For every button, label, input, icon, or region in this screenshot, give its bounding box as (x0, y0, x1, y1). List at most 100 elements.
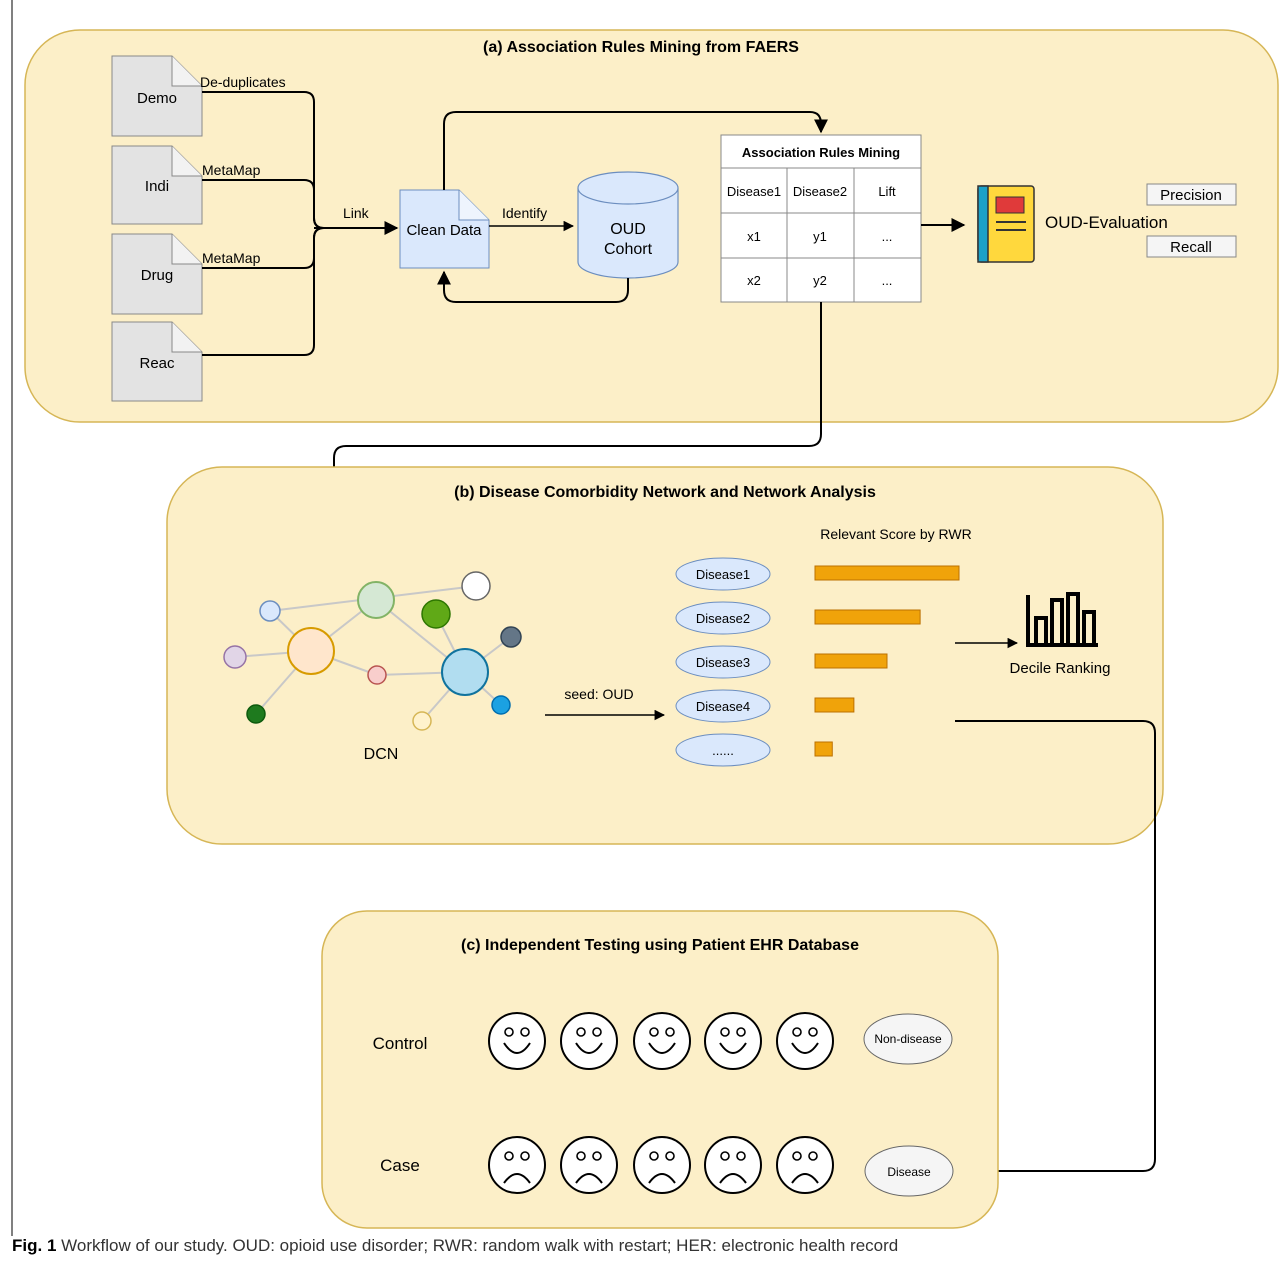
panel-a-title: (a) Association Rules Mining from FAERS (483, 39, 799, 56)
sad-face-icon (633, 1136, 691, 1194)
label-metamap-1: MetaMap (202, 162, 261, 178)
node (500, 626, 522, 648)
table-cell: x2 (747, 273, 761, 288)
table-cell: ... (882, 273, 893, 288)
decile-label: Decile Ranking (1010, 660, 1111, 677)
non-disease-ellipse (863, 1013, 953, 1065)
table-header-1: Disease1 (727, 184, 781, 199)
score-bar (814, 741, 833, 757)
oud-cohort-cylinder: OUD Cohort (577, 171, 679, 279)
node (357, 581, 395, 619)
node (461, 571, 491, 601)
label-metamap-2: MetaMap (202, 250, 261, 266)
file-reac-label: Reac (139, 355, 175, 372)
smiley-face-icon (560, 1012, 618, 1070)
sad-face-icon (560, 1136, 618, 1194)
score-title: Relevant Score by RWR (820, 526, 971, 542)
ranking-to-disease-arrow (955, 720, 1156, 1178)
cohort-label-1: OUD (610, 221, 646, 238)
recall-label: Recall (1170, 239, 1212, 256)
rules-table (720, 134, 922, 303)
score-bar (814, 565, 960, 581)
file-drug-label: Drug (141, 267, 174, 284)
node (412, 711, 432, 731)
panel-c-title: (c) Independent Testing using Patient EH… (461, 937, 859, 954)
sad-face-icon (776, 1136, 834, 1194)
node (441, 648, 489, 696)
score-bars (814, 565, 960, 757)
file-drug: Drug (111, 233, 203, 315)
table-header-2: Disease2 (793, 184, 847, 199)
table-cell: x1 (747, 229, 761, 244)
disease-label-c: Disease (887, 1165, 931, 1179)
score-bar (814, 653, 888, 669)
disease-label: Disease4 (696, 699, 750, 714)
evaluation-label: OUD-Evaluation (1045, 213, 1168, 232)
file-demo-label: Demo (137, 90, 177, 107)
non-disease-label: Non-disease (874, 1032, 942, 1046)
node (287, 627, 335, 675)
panel-b-box (166, 466, 1164, 845)
file-demo: Demo (111, 55, 203, 137)
node (367, 665, 387, 685)
disease-ellipse (675, 601, 771, 635)
mining-arrow (443, 111, 828, 190)
case-label: Case (380, 1156, 420, 1175)
smiley-face-icon (488, 1012, 546, 1070)
node (246, 704, 266, 724)
disease-label: Disease1 (696, 567, 750, 582)
label-identify: Identify (502, 205, 547, 221)
dcn-network (223, 571, 522, 731)
label-dedup: De-duplicates (200, 74, 286, 90)
feedback-arrow (437, 270, 629, 303)
precision-box (1146, 183, 1237, 206)
score-bar (814, 697, 855, 713)
caption-text: Workflow of our study. OUD: opioid use d… (61, 1236, 899, 1255)
disease-label: Disease2 (696, 611, 750, 626)
table-header-3: Lift (878, 184, 896, 199)
disease-ellipse-c (864, 1145, 954, 1197)
node (259, 600, 281, 622)
smiley-face-icon (704, 1012, 762, 1070)
disease-label: ...... (712, 743, 734, 758)
precision-label: Precision (1160, 187, 1222, 204)
clean-data-doc: Clean Data (399, 189, 490, 269)
sad-face-icon (704, 1136, 762, 1194)
node (223, 645, 247, 669)
case-faces (488, 1136, 834, 1194)
panel-b-title: (b) Disease Comorbidity Network and Netw… (454, 484, 876, 501)
node (421, 599, 451, 629)
figure-caption: Fig. 1 Workflow of our study. OUD: opioi… (12, 1236, 1277, 1256)
smiley-face-icon (776, 1012, 834, 1070)
disease-ellipse (675, 645, 771, 679)
disease-ellipse (675, 733, 771, 767)
control-faces (488, 1012, 834, 1070)
bar-chart-icon (1026, 592, 1098, 647)
disease-ellipse (675, 557, 771, 591)
disease-ellipse (675, 689, 771, 723)
label-link: Link (343, 205, 370, 221)
table-cell: ... (882, 229, 893, 244)
rules-to-dcn-arrow (327, 302, 822, 555)
file-indi: Indi (111, 145, 203, 225)
table-cell: y1 (813, 229, 827, 244)
smiley-face-icon (633, 1012, 691, 1070)
node (491, 695, 511, 715)
clean-data-label: Clean Data (406, 222, 482, 239)
dcn-label: DCN (364, 746, 399, 763)
caption-label: Fig. 1 (12, 1236, 57, 1255)
score-bar (814, 609, 921, 625)
book-icon (977, 185, 1035, 263)
file-indi-label: Indi (145, 178, 169, 195)
disease-list: Disease1 Disease2 Disease3 Disease4 ....… (675, 557, 771, 767)
seed-label: seed: OUD (564, 686, 633, 702)
recall-box (1146, 235, 1237, 258)
table-title: Association Rules Mining (742, 145, 900, 160)
sad-face-icon (488, 1136, 546, 1194)
cohort-label-2: Cohort (604, 241, 653, 258)
file-reac: Reac (111, 321, 203, 402)
file-connectors (202, 91, 399, 356)
table-cell: y2 (813, 273, 827, 288)
disease-label: Disease3 (696, 655, 750, 670)
control-label: Control (373, 1034, 428, 1053)
